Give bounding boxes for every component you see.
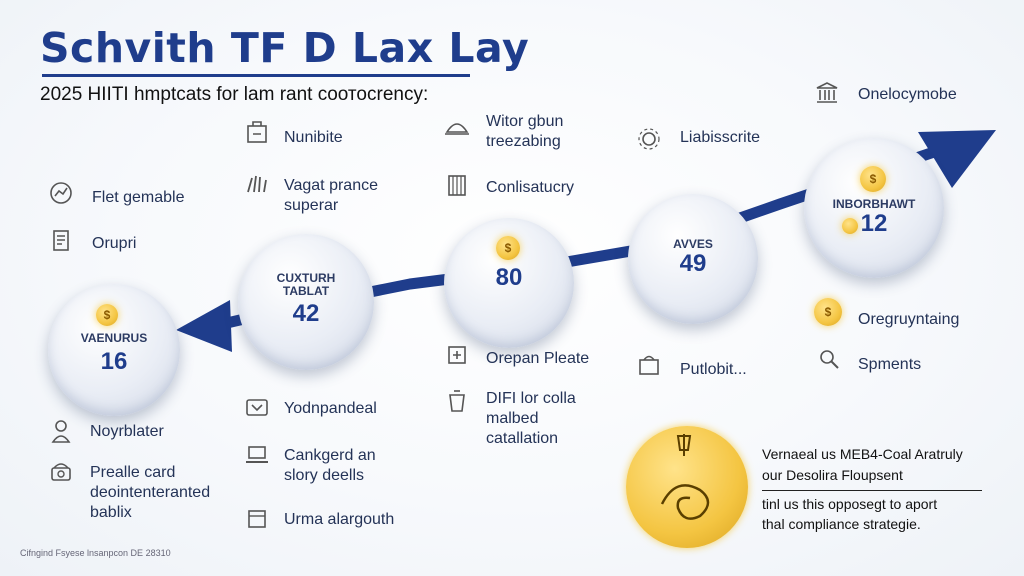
- label-yodnpandeal: Yodnpandeal: [284, 400, 377, 417]
- milestone-value: 49: [679, 250, 707, 277]
- coin-icon: $: [860, 166, 886, 192]
- milestone-value: 80: [495, 264, 523, 291]
- cart-icon: [634, 350, 664, 380]
- label-conlisatucry: Conlisatucry: [486, 179, 575, 196]
- coin-symbol: $: [869, 172, 877, 186]
- coin-symbol: $: [504, 241, 512, 255]
- trash-icon: [442, 386, 472, 416]
- large-coin-illustration: [626, 426, 748, 548]
- label-noyrblater: Noyrblater: [90, 423, 164, 440]
- label-prealle-3: bablix: [90, 504, 132, 521]
- hand-icon: [242, 170, 272, 200]
- hat-icon: [442, 112, 472, 142]
- chart-icon: [46, 178, 76, 208]
- spiral-icon: [660, 434, 710, 520]
- milestone-value: 16: [100, 348, 128, 375]
- page-subtitle: 2025 HIITI hmptcats for lam rant coотосr…: [40, 84, 429, 105]
- label-putlobit: Putlobit...: [680, 361, 747, 378]
- milestone-bubble-2: CUXTURH TABLAT 42: [238, 234, 374, 370]
- label-oregruyntaing: Oregruyntaing: [858, 311, 960, 328]
- milestone-bubble-3: $ 80: [444, 218, 574, 348]
- label-vagat-1: Vagat prance: [284, 177, 378, 194]
- note-line-2: our Desolira Floupsent: [762, 467, 903, 483]
- tool-icon: [242, 118, 272, 148]
- milestone-bubble-1: VAENURUS 16 $: [48, 284, 180, 416]
- label-vagat-2: superar: [284, 197, 339, 214]
- coin-icon: $: [96, 304, 118, 326]
- label-flet: Flet gemable: [92, 189, 185, 206]
- label-cankgerd-2: slory deells: [284, 467, 365, 484]
- search-icon: [814, 344, 844, 374]
- coin-symbol: $: [103, 308, 111, 322]
- footer-credit: Cifngind Fsyese lnsanpcon DE 28310: [20, 548, 171, 558]
- label-urma: Urma alargouth: [284, 511, 395, 528]
- phone-icon: [46, 456, 76, 486]
- tool-icon-2: [442, 340, 472, 370]
- user-icon: [46, 416, 76, 446]
- milestone-value: 42: [292, 300, 320, 327]
- milestone-caption: AVVES: [673, 237, 713, 251]
- note-line-1: Vernaeal us MEB4-Coal Aratruly: [762, 446, 963, 462]
- document-icon: [46, 226, 76, 256]
- note-line-3: tinl us this opposegt to aport: [762, 496, 938, 512]
- label-cankgerd-1: Cankgerd an: [284, 447, 376, 464]
- milestone-caption: INBORBHAWT: [832, 197, 916, 211]
- note-line-4: thal compliance strategie.: [762, 516, 921, 532]
- page-title: Schvith TF D Lax Lay: [40, 24, 530, 72]
- laptop-icon: [242, 440, 272, 470]
- box-icon: [242, 504, 272, 534]
- bank-icon: [812, 78, 842, 108]
- label-orupri: Orupri: [92, 235, 137, 252]
- label-witor-2: treezabing: [486, 133, 561, 150]
- label-liabisscrite: Liabisscrite: [680, 129, 761, 146]
- label-orepan: Orepan Pleate: [486, 350, 590, 367]
- coin-icon: $: [814, 298, 842, 326]
- label-difi-3: catallation: [486, 430, 559, 447]
- title-underline: [42, 74, 470, 77]
- wallet-icon: [242, 392, 272, 422]
- milestone-caption: VAENURUS: [80, 331, 148, 345]
- milestone-bubble-4: AVVES 49: [628, 194, 758, 324]
- coin-symbol: $: [824, 305, 832, 319]
- label-prealle-1: Prealle card: [90, 464, 176, 481]
- label-witor-1: Witor gbun: [486, 113, 564, 130]
- label-onelocymobe: Onelocymobe: [858, 86, 957, 103]
- label-nunibite: Nunibite: [284, 129, 343, 146]
- label-difi-1: DIFI lor colla: [486, 390, 576, 407]
- coin-icon-small: [842, 218, 858, 234]
- milestone-value: 12: [860, 210, 888, 237]
- label-difi-2: malbed: [486, 410, 539, 427]
- gear-icon: [634, 124, 664, 154]
- milestone-caption: CUXTURH TABLAT: [276, 271, 336, 298]
- building-icon: [442, 170, 472, 200]
- coin-icon: $: [496, 236, 520, 260]
- note-divider: [762, 490, 982, 491]
- label-prealle-2: deointenteranted: [90, 484, 211, 501]
- milestone-bubble-5: $ INBORBHAWT 12: [804, 138, 944, 278]
- label-spments: Spments: [858, 356, 922, 373]
